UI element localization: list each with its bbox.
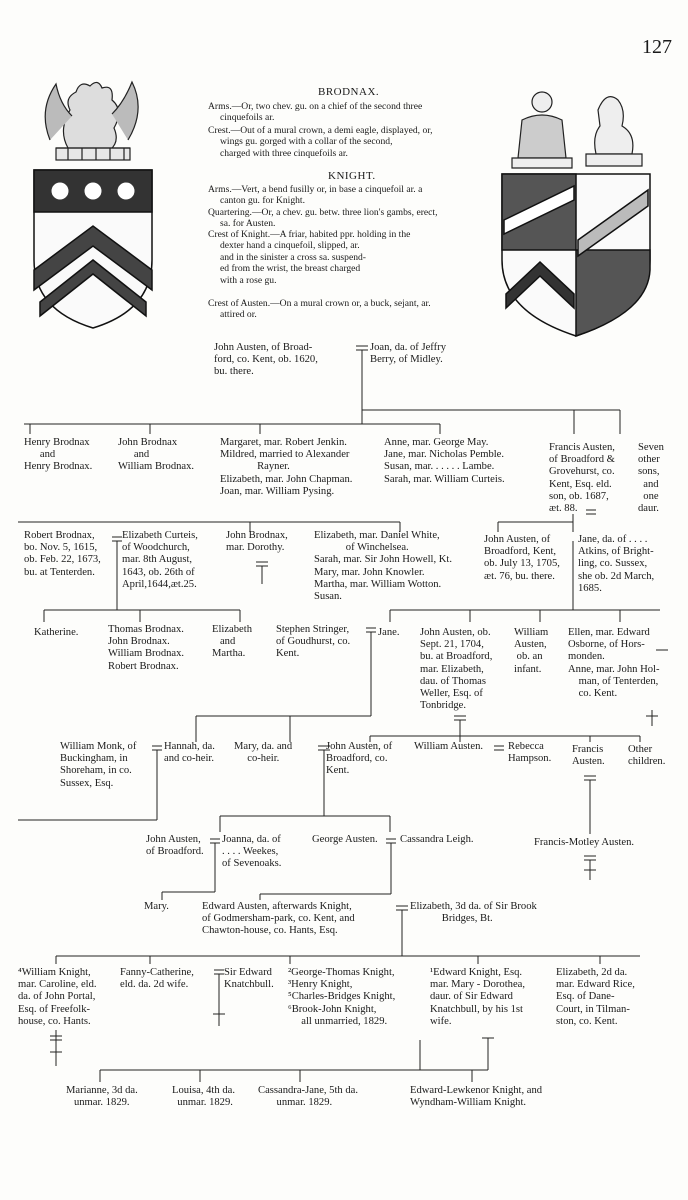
george-thomas-brothers: ²George-Thomas Knight, ³Henry Knight, ⁵C… — [288, 967, 396, 1027]
john-austen-1704: John Austen, ob. Sept. 21, 1704, bu. at … — [420, 627, 493, 712]
anne-sisters: Anne, mar. George May. Jane, mar. Nichol… — [384, 437, 505, 485]
brodnax-arms: Arms.—Or, two chev. gu. on a chief of th… — [208, 101, 423, 124]
knight-arms: Arms.—Vert, a bend fusilly or, in base a… — [208, 184, 423, 207]
john-austen-broadford: John Austen, of Broad- ford, co. Kent, o… — [214, 342, 318, 378]
cassandra-leigh: Cassandra Leigh. — [400, 834, 474, 845]
john-austen-gen6: John Austen, of Broadford. — [146, 834, 204, 858]
joan-berry: Joan, da. of Jeffry Berry, of Midley. — [370, 342, 446, 366]
brodnax-crest: Crest.—Out of a mural crown, a demi eagl… — [208, 125, 433, 159]
william-knight: ⁴William Knight, mar. Caroline, eld. da.… — [18, 967, 97, 1027]
edward-austen-knight: Edward Austen, afterwards Knight, of God… — [202, 901, 355, 937]
francis-austen: Francis Austen, of Broadford & Grovehurs… — [549, 442, 615, 515]
knight-quartering: Quartering.—Or, a chev. gu. betw. three … — [208, 207, 438, 230]
john-austen-1705: John Austen, of Broadford, Kent, ob. Jul… — [484, 534, 560, 582]
william-monk: William Monk, of Buckingham, in Shoreham… — [60, 741, 137, 789]
mary-gen7: Mary. — [144, 901, 169, 912]
elizabeth-white-sisters: Elizabeth, mar. Daniel White, of Winchel… — [314, 530, 452, 603]
austen-crest: Crest of Austen.—On a mural crown or, a … — [208, 298, 431, 321]
margaret-sisters: Margaret, mar. Robert Jenkin. Mildred, m… — [220, 437, 353, 497]
joanna-weekes: Joanna, da. of . . . . Weekes, of Seveno… — [222, 834, 282, 870]
jane-atkins: Jane, da. of . . . . Atkins, of Bright- … — [578, 534, 655, 594]
elizabeth-rice: Elizabeth, 2d da. mar. Edward Rice, Esq.… — [556, 967, 635, 1027]
henry-brodnax: Henry Brodnax and Henry Brodnax. — [24, 437, 93, 473]
elizabeth-martha: Elizabeth and Martha. — [212, 624, 253, 660]
rebecca-hampson: Rebecca Hampson. — [508, 741, 552, 765]
ellen-anne: Ellen, mar. Edward Osborne, of Hors- mon… — [568, 627, 660, 700]
george-austen: George Austen. — [312, 834, 378, 845]
william-austen: William Austen. — [414, 741, 484, 752]
cassandra-jane: Cassandra-Jane, 5th da. unmar. 1829. — [258, 1085, 359, 1109]
john-austen-broadford-kent: John Austen, of Broadford, co. Kent. — [326, 741, 393, 777]
thomas-brodnax-brothers: Thomas Brodnax. John Brodnax. William Br… — [108, 624, 185, 672]
knight-coat-of-arms — [501, 91, 651, 338]
edward-lewkenor-knight: Edward-Lewkenor Knight, and Wyndham-Will… — [410, 1085, 543, 1109]
elizabeth-bridges: Elizabeth, 3d da. of Sir Brook Bridges, … — [410, 901, 537, 925]
katherine: Katherine. — [34, 627, 79, 638]
jane-stringer: Jane. — [378, 627, 400, 638]
seven-other-sons: Seven other sons, and one daur. — [638, 442, 664, 515]
francis-austen-gen5: Francis Austen. — [572, 744, 605, 768]
sir-edward-knatchbull: Sir Edward Knatchbull. — [224, 967, 274, 991]
john-william-brodnax: John Brodnax and William Brodnax. — [118, 437, 195, 473]
louisa: Louisa, 4th da. unmar. 1829. — [172, 1085, 235, 1109]
hannah-coheir: Hannah, da. and co-heir. — [164, 741, 215, 765]
knight-title: KNIGHT. — [328, 170, 376, 182]
mary-coheir: Mary, da. and co-heir. — [234, 741, 293, 765]
francis-motley-austen: Francis-Motley Austen. — [534, 837, 635, 848]
page-number: 127 — [642, 36, 672, 58]
john-brodnax-dorothy: John Brodnax, mar. Dorothy. — [226, 530, 288, 554]
other-children: Other children. — [628, 744, 666, 768]
elizabeth-curteis: Elizabeth Curteis, of Woodchurch, mar. 8… — [122, 530, 198, 590]
edward-knight-esq: ¹Edward Knight, Esq. mar. Mary - Dorothe… — [430, 967, 526, 1027]
fanny-catherine: Fanny-Catherine, eld. da. 2d wife. — [120, 967, 194, 991]
brodnax-coat-of-arms — [33, 80, 153, 329]
brodnax-title: BRODNAX. — [318, 86, 380, 98]
marianne: Marianne, 3d da. unmar. 1829. — [66, 1085, 138, 1109]
knight-crest: Crest of Knight.—A friar, habited ppr. h… — [208, 229, 411, 286]
stephen-stringer: Stephen Stringer, of Goudhurst, co. Kent… — [276, 624, 351, 660]
william-austen-infant: William Austen, ob. an infant. — [514, 627, 549, 675]
robert-brodnax: Robert Brodnax, bo. Nov. 5, 1615, ob. Fe… — [24, 530, 101, 578]
